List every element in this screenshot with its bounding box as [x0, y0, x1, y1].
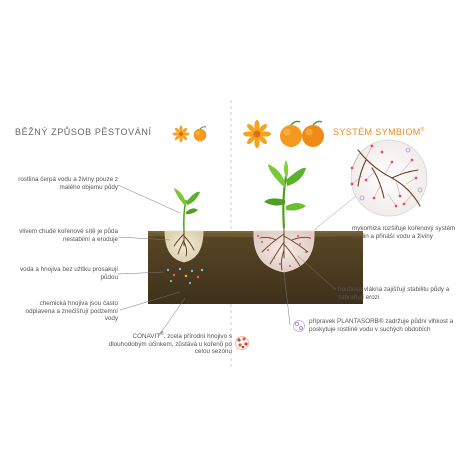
orange-icon-small	[193, 126, 207, 142]
label-chem: chemická hnojiva jsou často odplavena a …	[25, 300, 118, 323]
conavit-text: , zcela přírodní hnojivo s dlouhodobým ú…	[108, 333, 232, 356]
conavit-mark: ®	[160, 331, 164, 337]
label-plantasorb: přípravek PLANTASORB® zadržuje půdní vlh…	[309, 318, 454, 333]
left-pointer-lines	[117, 184, 186, 338]
orange-icon-large-2	[302, 120, 324, 147]
flower-icon-small	[172, 125, 190, 143]
heading-symbiom-mark: ®	[420, 127, 425, 133]
label-pump: rostlina čerpá vodu a živiny pouze z mal…	[18, 176, 118, 191]
label-conavit: CONAVIT®, zcela přírodní hnojivo s dlouh…	[96, 331, 232, 356]
heading-symbiom: SYSTÉM SYMBIOM®	[333, 127, 425, 137]
right-plant-icon	[264, 160, 306, 229]
right-pointer-lines	[283, 255, 337, 326]
flower-icon-large	[243, 120, 271, 148]
right-root-zone	[253, 225, 315, 273]
mycorrhiza-zoom-circle	[350, 139, 428, 217]
heading-conventional: BĚŽNÝ ZPŮSOB PĚSTOVÁNÍ	[15, 127, 152, 137]
zoom-connector	[313, 195, 357, 231]
label-roots: vlivem chudé kořenové sítě je půda nesta…	[19, 228, 118, 243]
conavit-pellets-icon	[235, 336, 249, 350]
leaching-drops	[166, 267, 204, 285]
label-fungal: houbová vlákna zajišťují stabilitu půdy …	[338, 286, 450, 301]
left-root-zone	[164, 227, 204, 263]
label-leach: voda a hnojiva bez užitku prosakují půdo…	[19, 266, 118, 281]
orange-icon-large-1	[280, 120, 302, 147]
label-myco: mykorhiza rozšiřuje kořenový systém rost…	[352, 225, 456, 240]
left-plant-icon	[174, 188, 200, 233]
conavit-name: CONAVIT	[132, 333, 161, 341]
plantasorb-granule-icon	[293, 320, 305, 332]
heading-symbiom-text: SYSTÉM SYMBIOM	[333, 127, 421, 137]
